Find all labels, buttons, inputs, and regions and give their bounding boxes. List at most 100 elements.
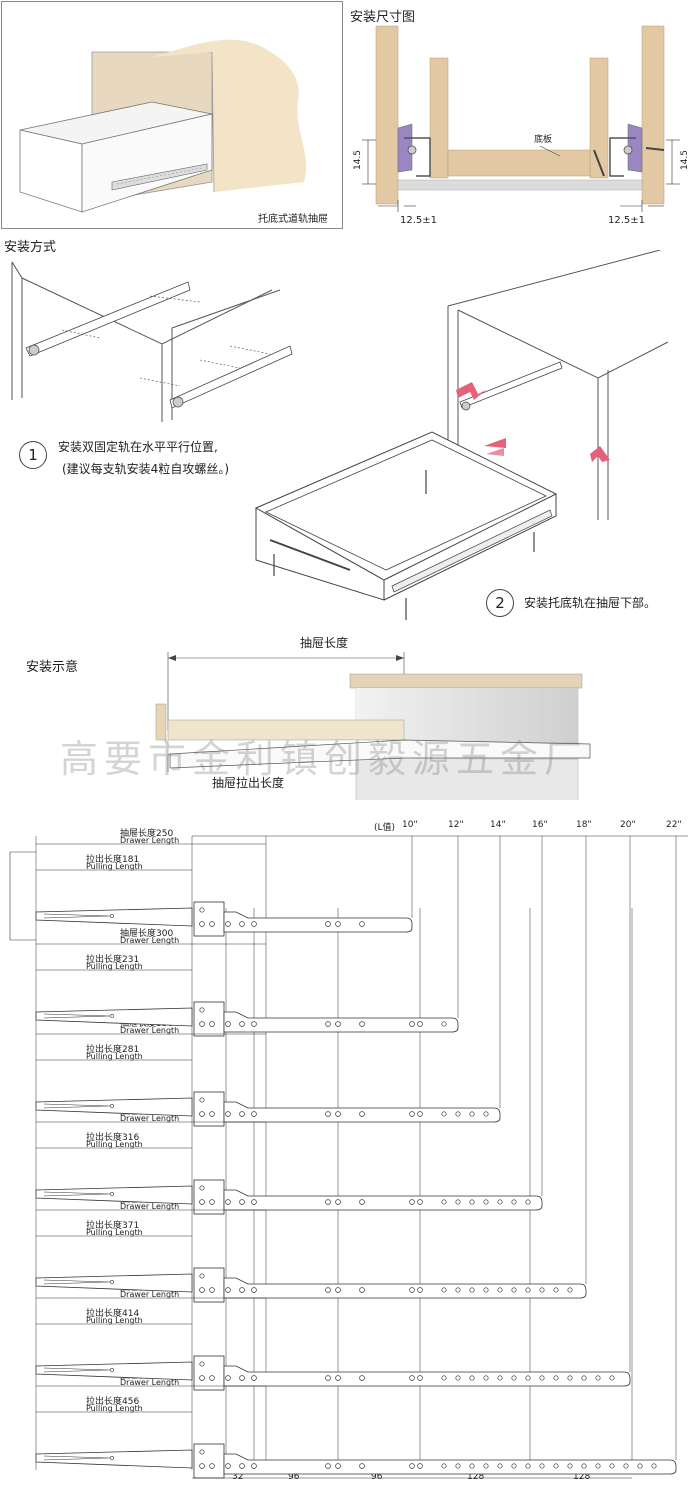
rail-hole — [251, 1463, 257, 1469]
rail-hole — [225, 1463, 231, 1469]
rail-hole — [483, 1375, 489, 1381]
hole-spacing-label: 32 — [232, 1472, 244, 1482]
pulling-length-label: 拉出长度231 — [86, 955, 140, 965]
step2-number: 2 — [486, 589, 514, 617]
rail-hole — [359, 1021, 365, 1027]
rail-hole — [409, 1463, 415, 1469]
rail-hole — [251, 1375, 257, 1381]
rail-hole — [595, 1463, 601, 1469]
rail-hole — [209, 921, 215, 927]
rail-hole — [199, 1463, 205, 1469]
rail-hole — [251, 1287, 257, 1293]
rail-bracket — [193, 1091, 225, 1127]
rail-hole — [325, 921, 331, 927]
rail-hole — [581, 1375, 587, 1381]
step1-line2: (建议每支轨安装4粒自攻螺丝。) — [62, 462, 229, 476]
rail-hole — [637, 1463, 643, 1469]
rail-slot — [43, 1191, 111, 1197]
rail-hole — [251, 1199, 257, 1205]
rail-bracket — [193, 901, 225, 937]
rail-bar — [223, 1277, 587, 1299]
rail-hole — [239, 1111, 245, 1117]
rail-hole — [359, 1199, 365, 1205]
rail-hole — [251, 1021, 257, 1027]
rail-hole — [239, 1463, 245, 1469]
rail-hole — [325, 1199, 331, 1205]
rail-hole — [497, 1287, 503, 1293]
rail-hole — [359, 1463, 365, 1469]
rail-hole — [441, 1463, 447, 1469]
rail-bar — [223, 1365, 631, 1387]
rail-hole — [199, 921, 205, 927]
watermark: 高要市金利镇创毅源五金厂 — [60, 737, 589, 781]
rail-hole — [511, 1375, 517, 1381]
rail-hole — [199, 1007, 205, 1013]
rail-hole — [199, 907, 205, 913]
rail-hole — [441, 1287, 447, 1293]
rail-hole — [359, 1111, 365, 1117]
rail-left-segment — [35, 1449, 193, 1469]
drawer-length-en: Drawer Length — [120, 1378, 180, 1387]
inch-size-label: 12" — [448, 820, 464, 830]
rail-hole — [110, 1368, 114, 1372]
rail-hole — [441, 1375, 447, 1381]
pulling-length-en: Pulling Length — [86, 1052, 143, 1061]
rail-hole — [483, 1199, 489, 1205]
drawer-length-en: Drawer Length — [120, 1026, 180, 1035]
rail-hole — [225, 1375, 231, 1381]
hole-spacing-label: 128 — [573, 1472, 591, 1482]
rail-hole — [325, 1287, 331, 1293]
rail-slot — [43, 1455, 111, 1461]
drawer-length-en: Drawer Length — [120, 1202, 180, 1211]
rail-hole — [609, 1463, 615, 1469]
inch-size-label: 14" — [490, 820, 506, 830]
inch-size-label: 16" — [532, 820, 548, 830]
rail-bar — [223, 1101, 501, 1123]
rail-hole — [199, 1111, 205, 1117]
dimension-figure-title: 安装尺寸图 — [350, 10, 416, 25]
install-method-figure — [11, 250, 669, 620]
rail-hole — [335, 1287, 341, 1293]
rail-hole — [417, 1463, 423, 1469]
rail-hole — [539, 1463, 545, 1469]
pulling-length-en: Pulling Length — [86, 962, 143, 971]
inch-size-label: 18" — [576, 820, 592, 830]
rail-hole — [553, 1375, 559, 1381]
install-schematic-title: 安装示意 — [26, 660, 79, 675]
rail-bracket — [193, 1443, 225, 1479]
rail-bar — [223, 1011, 459, 1033]
rail-hole — [209, 1375, 215, 1381]
rail-hole — [483, 1287, 489, 1293]
rail-slot — [43, 1103, 111, 1109]
rail-hole — [251, 921, 257, 927]
pulling-length-label: 拉出长度414 — [86, 1309, 140, 1319]
rail-hole — [469, 1463, 475, 1469]
rail-slot — [43, 1013, 111, 1019]
rail-hole — [209, 1111, 215, 1117]
rail-hole — [409, 1287, 415, 1293]
rail-hole — [110, 1014, 114, 1018]
rail-hole — [239, 1199, 245, 1205]
rail-hole — [441, 1021, 447, 1027]
install-method-title: 安装方式 — [4, 240, 57, 255]
rail-bracket — [193, 1179, 225, 1215]
rail-hole — [199, 1361, 205, 1367]
rail-slot — [43, 1279, 111, 1285]
rail-bar — [223, 1189, 543, 1211]
rail-hole — [567, 1287, 573, 1293]
height-dim-left: 14.5 — [353, 149, 364, 171]
rail-hole — [455, 1199, 461, 1205]
hole-spacing-label: 96 — [371, 1472, 383, 1482]
rail-hole — [469, 1375, 475, 1381]
rail-hole — [511, 1199, 517, 1205]
rail-hole — [483, 1463, 489, 1469]
dimension-figure — [362, 25, 680, 212]
drawer-illustration-caption: 托底式道轨抽屉 — [258, 214, 328, 225]
bracket — [9, 851, 36, 941]
rail-hole — [553, 1463, 559, 1469]
rail-hole — [209, 1463, 215, 1469]
rail-hole — [483, 1111, 489, 1117]
rail-hole — [511, 1287, 517, 1293]
l-value-label: (L值) — [374, 823, 396, 833]
rail-hole — [441, 1199, 447, 1205]
